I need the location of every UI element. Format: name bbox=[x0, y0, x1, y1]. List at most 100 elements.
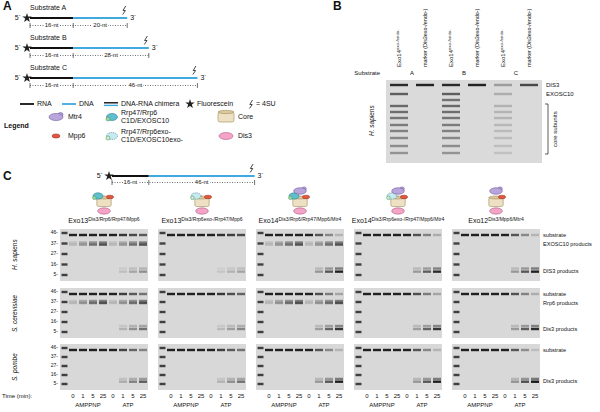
substrate-letter: B bbox=[462, 70, 466, 77]
band-label: Rrp6 products bbox=[543, 300, 578, 306]
rrp47-icon bbox=[289, 196, 293, 200]
gel-band bbox=[217, 381, 225, 383]
gel-band bbox=[393, 349, 401, 351]
mtr4-icon bbox=[490, 188, 503, 194]
time-point: 0 bbox=[405, 393, 408, 400]
gel-band bbox=[227, 270, 235, 272]
gel-band bbox=[295, 243, 303, 245]
gel-band bbox=[373, 234, 381, 236]
label-part: Exo13 bbox=[68, 217, 88, 224]
legend-text: Rrp47/Rrp6exo- C1D/EXOSC10exo- bbox=[121, 128, 195, 144]
gel-band bbox=[315, 293, 323, 295]
gel-band bbox=[237, 349, 245, 351]
gel-band bbox=[187, 349, 195, 351]
gel-band bbox=[531, 267, 539, 269]
time-point: 5 bbox=[131, 393, 134, 400]
end-label: 3´ bbox=[152, 44, 158, 52]
gel-band bbox=[403, 293, 411, 295]
gel-band bbox=[390, 145, 408, 147]
gel-band bbox=[390, 93, 408, 95]
gel-band bbox=[89, 234, 97, 236]
gel-band bbox=[454, 383, 460, 385]
gel-band bbox=[521, 325, 529, 327]
gel-band bbox=[62, 356, 68, 358]
time-point: 0 bbox=[365, 393, 368, 400]
gel-band bbox=[531, 378, 539, 380]
gel-band bbox=[109, 243, 117, 245]
dis3-icon bbox=[392, 208, 405, 214]
gel-band bbox=[258, 253, 264, 255]
gel-band bbox=[335, 243, 343, 245]
gel-band bbox=[258, 383, 264, 385]
gel-band bbox=[390, 130, 408, 132]
legend-text: Dis3 bbox=[238, 132, 252, 140]
gel-band bbox=[237, 381, 245, 383]
rna-line bbox=[30, 17, 73, 19]
gel-band bbox=[187, 234, 195, 236]
gel-band bbox=[423, 234, 431, 236]
gel-band bbox=[356, 263, 362, 265]
gel-band bbox=[442, 84, 460, 86]
gel-band bbox=[390, 124, 408, 126]
label-superscript: exo-/endo- bbox=[498, 29, 503, 50]
condition-label: ATP bbox=[416, 402, 427, 409]
gel-band bbox=[89, 349, 97, 351]
gel-band bbox=[160, 242, 166, 244]
gel-band bbox=[285, 243, 293, 245]
gel-band bbox=[62, 291, 68, 293]
mpp6-icon bbox=[498, 195, 505, 199]
substrate-name: Substrate C bbox=[30, 64, 67, 72]
gel-band bbox=[315, 378, 323, 380]
lane-header: Exo14exo-/endo- bbox=[500, 29, 507, 67]
gel-band bbox=[356, 291, 362, 293]
dna-line bbox=[73, 77, 197, 79]
gel-band bbox=[217, 234, 225, 236]
gel-background bbox=[354, 229, 442, 281]
gel-band bbox=[258, 311, 264, 313]
gel-band bbox=[139, 243, 147, 245]
chimera-sample bbox=[104, 102, 118, 103]
gel-image bbox=[158, 344, 246, 390]
time-point: 1 bbox=[81, 393, 84, 400]
gel-band bbox=[129, 241, 137, 243]
complex-icon bbox=[387, 187, 408, 214]
end-label: 3´ bbox=[200, 74, 206, 82]
condition-label: ATP bbox=[514, 402, 525, 409]
label-superscript: Dis3/Rrp6/Rrp47/Mpp6/Mtr4 bbox=[278, 216, 341, 222]
gel-band bbox=[217, 270, 225, 272]
gel-band bbox=[315, 349, 323, 351]
time-point: 1 bbox=[513, 393, 516, 400]
gel-background bbox=[354, 344, 442, 390]
gel-band bbox=[393, 293, 401, 295]
rrp47-icon bbox=[191, 196, 195, 200]
gel-band bbox=[356, 242, 362, 244]
gel-band bbox=[119, 302, 127, 304]
gel-band bbox=[258, 321, 264, 323]
gel-band bbox=[79, 234, 87, 236]
gel-band bbox=[383, 293, 391, 295]
gel-band bbox=[491, 349, 499, 351]
gel-band bbox=[62, 321, 68, 323]
gel-band bbox=[139, 302, 147, 304]
gel-band bbox=[454, 331, 460, 333]
panel-letter: A bbox=[3, 0, 12, 14]
gel-band bbox=[413, 378, 421, 380]
gel-band bbox=[265, 241, 273, 243]
gel-band bbox=[265, 302, 273, 304]
gel-band bbox=[99, 243, 107, 245]
legend-text: Core bbox=[238, 113, 253, 121]
gel-band bbox=[403, 349, 411, 351]
gel-band bbox=[373, 349, 381, 351]
time-point: 25 bbox=[336, 393, 343, 400]
gel-image bbox=[60, 344, 148, 390]
gel-band bbox=[69, 243, 77, 245]
gel-band bbox=[315, 267, 323, 269]
end-label: 3´ bbox=[258, 172, 264, 180]
time-point: 0 bbox=[209, 393, 212, 400]
ladder-size: 27- bbox=[51, 309, 58, 315]
rna-line bbox=[112, 175, 149, 177]
gel-band bbox=[119, 328, 127, 330]
gel-band bbox=[227, 267, 235, 269]
mtr4-icon bbox=[294, 188, 307, 194]
